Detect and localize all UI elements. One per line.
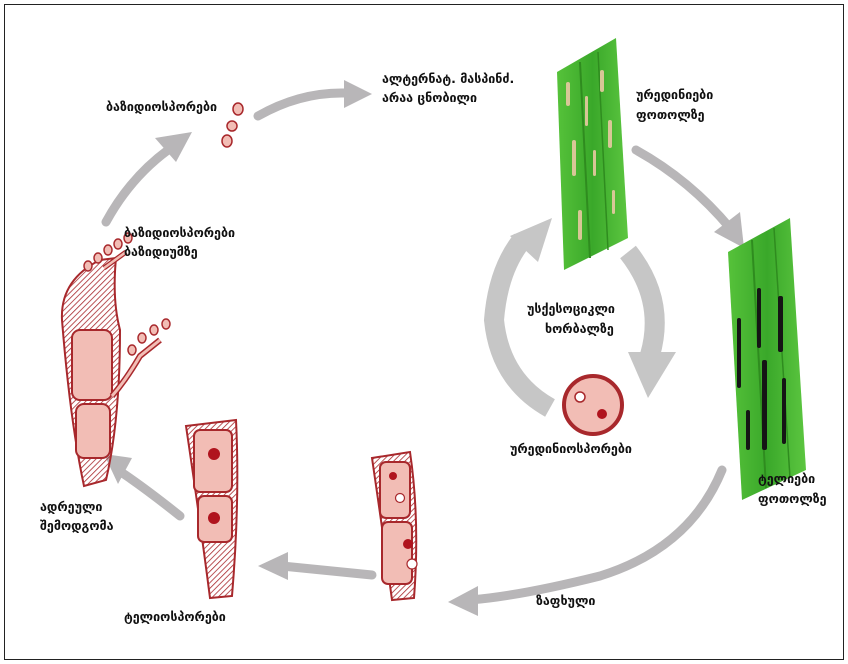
- label-teliospores: ტელიოსპორები: [124, 608, 226, 625]
- teliospore-cell-left: [186, 420, 237, 598]
- label-basidiospores-on-basidium-2: ბაზიდიუმზე: [124, 243, 198, 260]
- urediniospore-cell: [564, 376, 622, 434]
- label-asexual-cycle-2: ხორბალზე: [545, 320, 614, 337]
- label-uredinia-1: ურედინიები: [636, 86, 713, 103]
- label-summer: ზაფხული: [536, 592, 595, 609]
- label-asexual-cycle-1: უსქესოციკლი: [527, 300, 615, 317]
- label-basidiospores: ბაზიდიოსპორები: [106, 98, 217, 115]
- label-basidiospores-on-basidium-1: ბაზიდიოსპორები: [124, 224, 235, 241]
- label-alternate-host: ალტერნატ. მასპინძ.: [382, 70, 514, 87]
- label-uredinia-2: ფოთოლზე: [636, 106, 705, 123]
- label-telia-1: ტელიები: [758, 470, 815, 487]
- label-alternate-host-unknown: არაა ცნობილი: [382, 89, 477, 106]
- teliospore-cell-center: [372, 452, 417, 600]
- label-telia-2: ფოთოლზე: [758, 490, 827, 507]
- uredinia-leaf: [557, 38, 628, 270]
- telia-leaf: [728, 218, 806, 500]
- label-early-autumn-2: შემოდგომა: [40, 517, 114, 534]
- label-urediniospores: ურედინიოსპორები: [510, 440, 632, 457]
- label-early-autumn-1: ადრეული: [40, 498, 102, 515]
- germinating-teliospore: [62, 233, 170, 486]
- basidiospore-cells: [222, 103, 243, 147]
